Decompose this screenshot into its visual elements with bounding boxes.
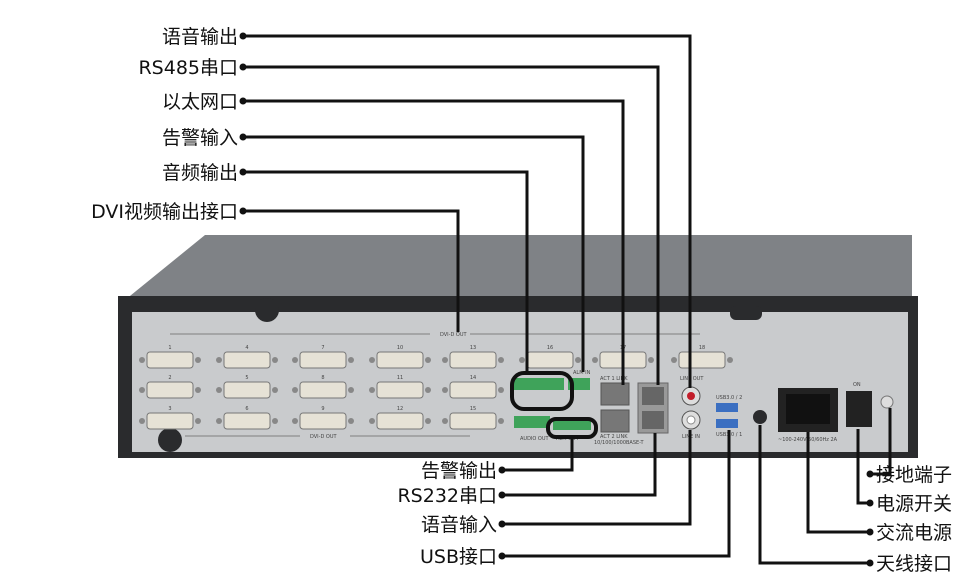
dvi-number: 16: [547, 345, 553, 351]
label-ground: 接地端子: [876, 464, 952, 486]
label-power-switch: 电源开关: [876, 493, 952, 515]
dvi-connector: 3: [139, 406, 201, 430]
dvi-number: 11: [397, 375, 403, 381]
callout-labels: 语音输出 RS485串口 以太网口 告警输入 音频输出 DVI视频输出接口 告警…: [91, 26, 952, 575]
label-alarm-input: 告警输入: [162, 127, 238, 149]
dvi-number: 2: [168, 375, 171, 381]
dvi-top-label: DVI-D OUT: [440, 332, 467, 338]
dvi-connector: 15: [442, 406, 504, 430]
act2-label: ACT 2 LINK: [600, 434, 628, 440]
audio-out-terminal-top: [514, 378, 564, 390]
dvi-connector: 5: [216, 375, 278, 399]
dvi-number: 9: [321, 406, 324, 412]
label-usb: USB接口: [420, 546, 497, 568]
dvi-connector: 12: [369, 406, 431, 430]
dvi-connector: 9: [292, 406, 354, 430]
leader-lines: [239, 32, 892, 567]
dvi-number: 7: [321, 345, 324, 351]
audio-out-label: AUDIO OUT: [520, 436, 550, 442]
dvi-connector: 6: [216, 406, 278, 430]
dvi-connector: 10: [369, 345, 431, 369]
dvi-number: 8: [321, 375, 324, 381]
dvi-number: 18: [699, 345, 705, 351]
on-label: ON: [853, 382, 861, 388]
usb2-label: USB3.0 / 2: [716, 395, 742, 401]
eth-speed-label: 10/100/1000BASE-T: [594, 440, 645, 446]
dvi-number: 13: [470, 345, 476, 351]
dvi-number: 1: [168, 345, 171, 351]
dvi-number: 10: [397, 345, 403, 351]
label-ac-power: 交流电源: [876, 522, 952, 544]
label-rs485: RS485串口: [138, 57, 238, 79]
device: DVI-D OUT DVI-D OUT 12345678910111213141…: [118, 235, 918, 458]
screw-icon: [255, 298, 279, 322]
line-out-label: LINE OUT: [680, 376, 704, 382]
dvi-connector: 4: [216, 345, 278, 369]
dvi-connector: 8: [292, 375, 354, 399]
alarm-out-terminal: [553, 420, 591, 430]
ethernet-port-1: [600, 382, 630, 406]
dvi-number: 6: [245, 406, 248, 412]
usb-port-1: [716, 419, 738, 428]
label-antenna: 天线接口: [876, 553, 952, 575]
dvi-number: 4: [245, 345, 248, 351]
dvi-connector: 11: [369, 375, 431, 399]
label-audio-output: 音频输出: [162, 162, 238, 184]
ground-screw: [880, 395, 894, 409]
dvi-number: 14: [470, 375, 476, 381]
label-alarm-output: 告警输出: [421, 460, 497, 482]
vent-slot: [730, 306, 762, 320]
dvi-number: 5: [245, 375, 248, 381]
act1-label: ACT 1 LINK: [600, 376, 628, 382]
dvi-connector: 14: [442, 375, 504, 399]
dvi-number: 15: [470, 406, 476, 412]
alarm-in-label: ALM IN: [573, 370, 591, 376]
antenna-port: [753, 410, 767, 424]
power-switch: [846, 391, 872, 427]
label-ethernet: 以太网口: [162, 91, 238, 113]
label-audio-input: 语音输入: [421, 514, 497, 536]
usb-port-2: [716, 403, 738, 412]
label-rs232: RS232串口: [397, 485, 497, 507]
device-top-cover: [125, 235, 912, 300]
dvi-connector: 13: [442, 345, 504, 369]
dvi-number: 12: [397, 406, 403, 412]
label-dvi-output: DVI视频输出接口: [91, 201, 238, 223]
dvi-number: 3: [168, 406, 171, 412]
label-audio-output-rca: 语音输出: [162, 26, 238, 48]
dvi-connector: 2: [139, 375, 201, 399]
dvi-connector: 1: [139, 345, 201, 369]
ethernet-port-2: [600, 409, 630, 433]
dvi-connector: 7: [292, 345, 354, 369]
dvi-bottom-label: DVI-D OUT: [310, 434, 337, 440]
audio-out-terminal-bottom: [514, 416, 550, 428]
screw-icon: [158, 428, 182, 452]
audio-out-highlight: [510, 371, 574, 411]
